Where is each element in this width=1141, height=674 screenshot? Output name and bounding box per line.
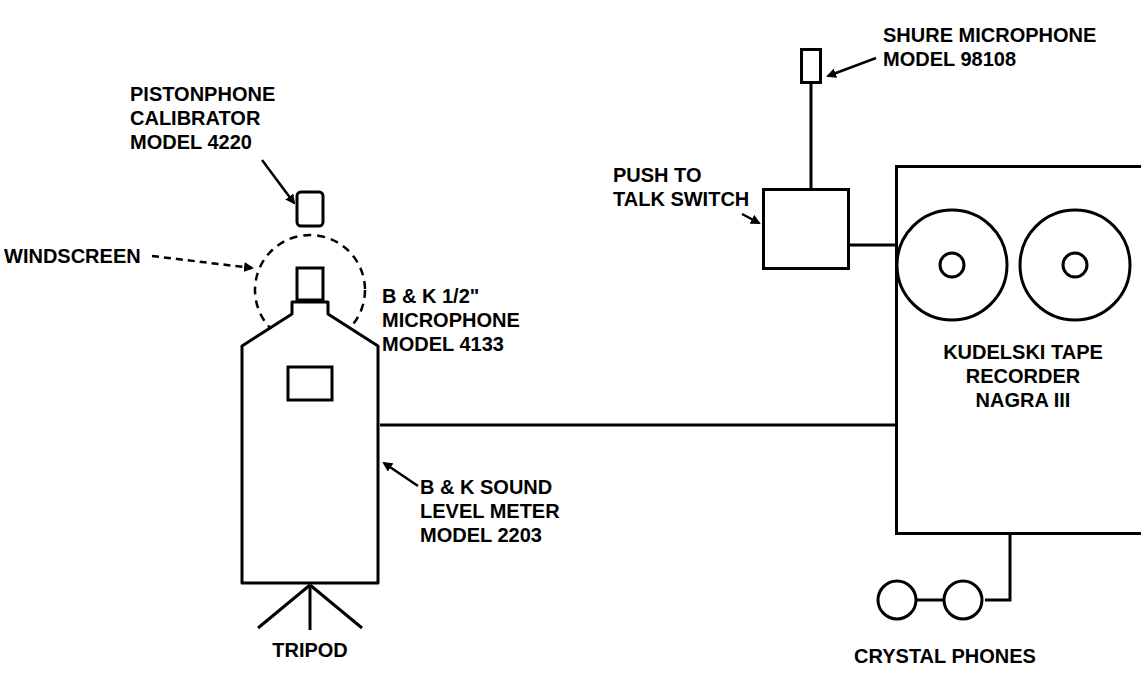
part-label: SHURE MICROPHONE MODEL 98108 bbox=[883, 23, 1133, 71]
tripod-symbol bbox=[258, 585, 362, 630]
headphones-symbol: CRYSTAL PHONES bbox=[875, 578, 985, 622]
cable-line bbox=[380, 424, 895, 427]
pistonphone-symbol bbox=[297, 192, 323, 226]
cable-line bbox=[810, 84, 813, 188]
cable-line bbox=[850, 244, 895, 247]
cable-line bbox=[985, 535, 1010, 600]
part-label: TRIPOD bbox=[230, 638, 390, 662]
sound-level-meter: B & K SOUND LEVEL METER MODEL 2203 bbox=[240, 300, 380, 585]
microphone-box: SHURE MICROPHONE MODEL 98108 bbox=[800, 48, 822, 84]
headphones-symbol-outline bbox=[875, 578, 985, 622]
sound-level-meter-outline bbox=[240, 300, 380, 585]
part-label: B & K 1/2" MICROPHONE MODEL 4133 bbox=[382, 284, 552, 356]
part-label: CRYSTAL PHONES bbox=[830, 644, 1060, 668]
tape-recorder-box: KUDELSKI TAPE RECORDER NAGRA III bbox=[895, 165, 1141, 535]
part-label: PISTONPHONE CALIBRATOR MODEL 4220 bbox=[130, 82, 295, 154]
part-label: WINDSCREEN bbox=[4, 244, 164, 268]
part-label: PUSH TO TALK SWITCH bbox=[613, 163, 755, 211]
switch-box: PUSH TO TALK SWITCH bbox=[762, 188, 850, 270]
part-label: B & K SOUND LEVEL METER MODEL 2203 bbox=[420, 475, 588, 547]
microphone-symbol bbox=[297, 268, 323, 300]
part-label: KUDELSKI TAPE RECORDER NAGRA III bbox=[933, 340, 1113, 412]
